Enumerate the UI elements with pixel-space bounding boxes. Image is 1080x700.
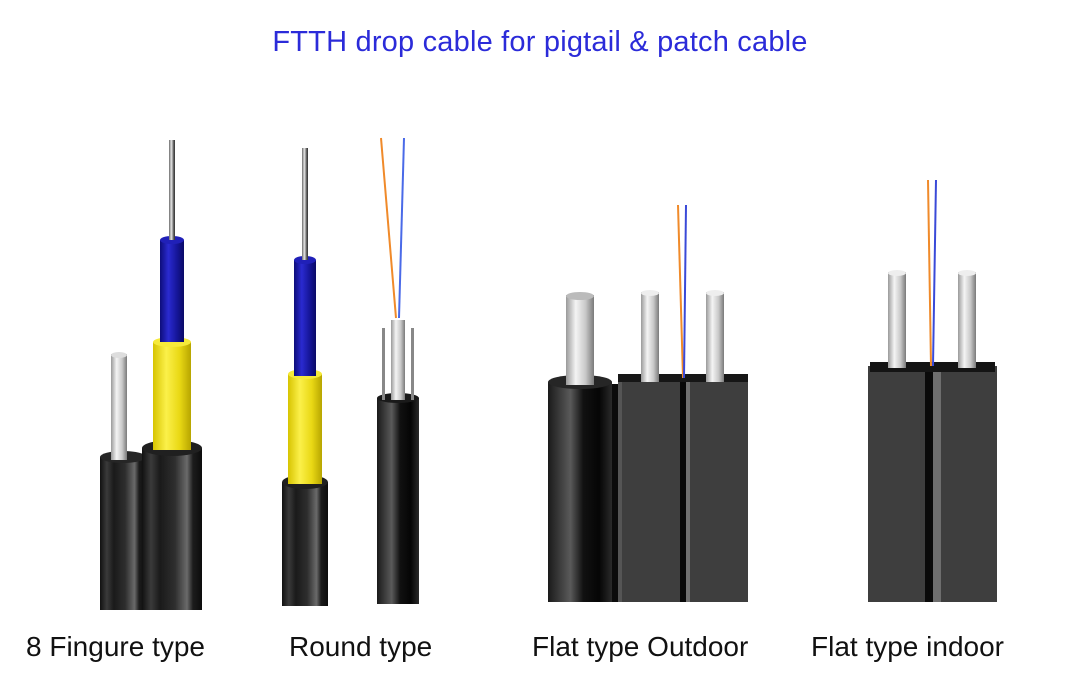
label-round-type: Round type (289, 631, 433, 662)
label-flat-type-outdoor: Flat type Outdoor (532, 631, 749, 662)
label-figure-8-type: 8 Fingure type (26, 631, 205, 662)
round-drop-cable-icon (282, 137, 419, 606)
figure-8-drop-cable-icon (100, 140, 202, 610)
page-title: FTTH drop cable for pigtail & patch cabl… (272, 26, 808, 58)
flat-indoor-drop-cable-icon (868, 179, 997, 602)
flat-outdoor-drop-cable-icon (548, 204, 748, 602)
label-flat-type-indoor: Flat type indoor (811, 631, 1004, 662)
